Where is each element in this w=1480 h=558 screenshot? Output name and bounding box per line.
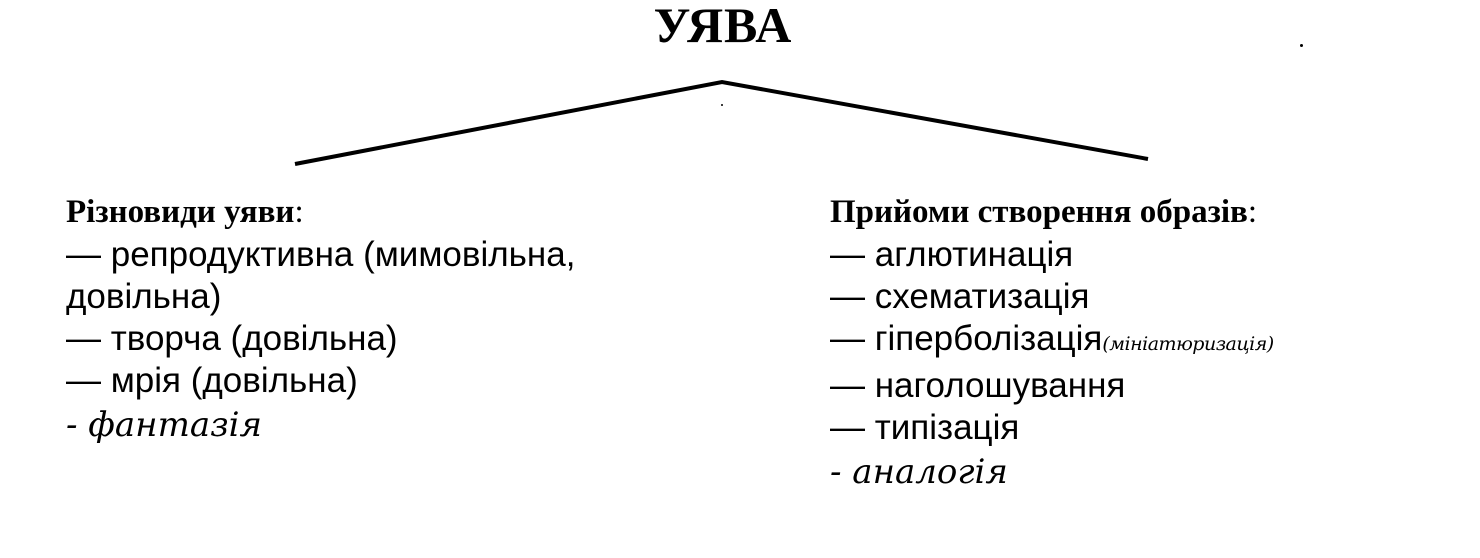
imagination-type-item: — репродуктивна (мимовільна, довільна)	[66, 235, 576, 316]
scan-speck	[1300, 44, 1303, 47]
image-creation-techniques-heading: Прийоми створення образів:	[830, 194, 1258, 230]
handwritten-imagination-type: - фантазія	[66, 405, 263, 445]
technique-item: — схематизація	[830, 277, 1090, 316]
imagination-types-heading: Різновиди уяви:	[66, 194, 304, 230]
imagination-types-column: Різновиди уяви: — репродуктивна (мимовіл…	[66, 190, 766, 448]
scan-speck	[721, 104, 723, 106]
branch-line	[294, 79, 1149, 166]
diagram-title: УЯВА	[653, 0, 793, 53]
handwritten-technique: - аналогія	[830, 452, 1008, 492]
technique-item: — гіперболізація(мініатюризація)	[830, 319, 1274, 358]
imagination-type-item: — творча (довільна)	[66, 319, 398, 358]
handwritten-note: (мініатюризація)	[1102, 333, 1274, 355]
technique-item: — типізація	[830, 408, 1020, 447]
technique-item: — аглютинація	[830, 235, 1074, 274]
image-creation-techniques-column: Прийоми створення образів: — аглютинація…	[830, 190, 1470, 495]
imagination-type-item: — мрія (довільна)	[66, 361, 358, 400]
technique-item: — наголошування	[830, 366, 1126, 405]
